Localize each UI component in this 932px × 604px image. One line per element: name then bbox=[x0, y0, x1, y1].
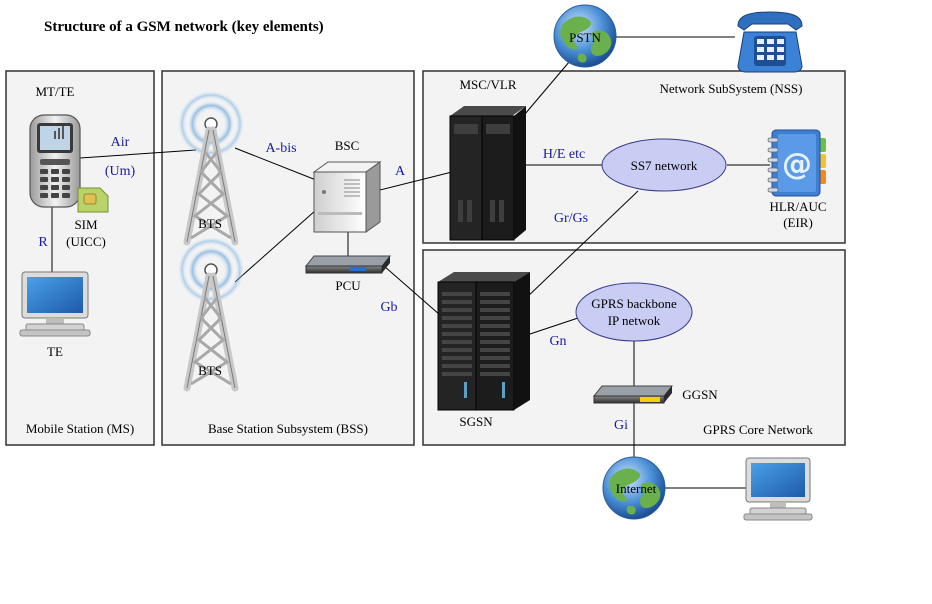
air-interface-label: Air bbox=[111, 135, 130, 150]
abis-interface-label: A-bis bbox=[265, 141, 296, 156]
mt-te-label: MT/TE bbox=[36, 84, 75, 99]
pcu-label: PCU bbox=[335, 278, 361, 293]
mobile-phone-icon bbox=[29, 114, 81, 208]
gb-interface-label: Gb bbox=[380, 300, 397, 315]
hlr-auc-label: HLR/AUC bbox=[769, 199, 826, 214]
server-icon bbox=[312, 161, 382, 233]
ss7-network-cloud bbox=[601, 138, 727, 192]
switch-icon bbox=[304, 255, 392, 274]
sim-card-icon bbox=[77, 187, 109, 213]
uicc-label: (UICC) bbox=[66, 234, 106, 249]
sim-label: SIM bbox=[74, 217, 98, 232]
bss-label: Base Station Subsystem (BSS) bbox=[208, 421, 368, 436]
ggsn-label: GGSN bbox=[682, 387, 718, 402]
svg-text:@: @ bbox=[782, 147, 812, 182]
gi-interface-label: Gi bbox=[614, 418, 628, 433]
eir-label: (EIR) bbox=[783, 215, 813, 230]
server-rack-icon bbox=[437, 272, 530, 411]
diagram-title: Structure of a GSM network (key elements… bbox=[44, 19, 324, 35]
um-interface-label: (Um) bbox=[105, 164, 136, 179]
gn-interface-label: Gn bbox=[549, 334, 566, 349]
ms-label: Mobile Station (MS) bbox=[26, 421, 134, 436]
computer-icon bbox=[743, 457, 813, 521]
r-interface-label: R bbox=[38, 235, 48, 250]
gprs-backbone-label: GPRS backbone bbox=[591, 296, 677, 311]
server-rack-icon bbox=[449, 106, 526, 241]
grgs-interface-label: Gr/Gs bbox=[554, 211, 588, 226]
bts-bottom-label: BTS bbox=[198, 363, 222, 378]
gprs-backbone-cloud bbox=[575, 282, 693, 342]
ss7-network-label: SS7 network bbox=[631, 158, 698, 173]
bsc-label: BSC bbox=[335, 138, 360, 153]
pstn-label: PSTN bbox=[569, 30, 601, 45]
ip-network-label: IP netwok bbox=[608, 313, 661, 328]
switch-icon bbox=[592, 385, 674, 404]
bts-top-label: BTS bbox=[198, 216, 222, 231]
address-book-icon: @ bbox=[767, 129, 826, 197]
computer-icon bbox=[19, 271, 91, 337]
he-interface-label: H/E etc bbox=[543, 147, 585, 162]
msc-vlr-label: MSC/VLR bbox=[459, 77, 516, 92]
nss-label: Network SubSystem (NSS) bbox=[659, 81, 802, 96]
gprs-core-label: GPRS Core Network bbox=[703, 422, 813, 437]
te-label: TE bbox=[47, 344, 63, 359]
telephone-icon bbox=[737, 11, 803, 73]
connection-lines bbox=[51, 36, 770, 489]
sgsn-label: SGSN bbox=[459, 414, 493, 429]
a-interface-label: A bbox=[395, 164, 406, 179]
internet-label: Internet bbox=[616, 481, 657, 496]
